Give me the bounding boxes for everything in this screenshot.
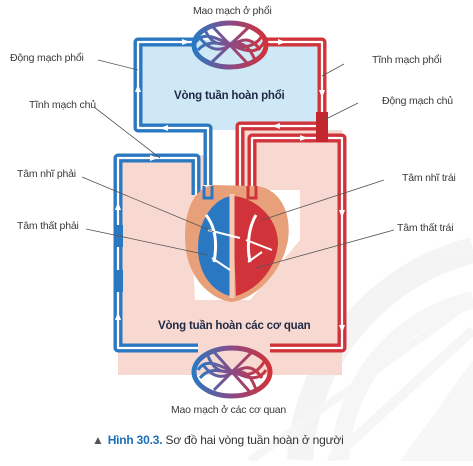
left-ventricle-label: Tâm thất trái bbox=[397, 222, 454, 234]
watermark-rays bbox=[247, 237, 473, 465]
right-atrium-label: Tâm nhĩ phải bbox=[17, 168, 76, 180]
organ-capillaries-label: Mao mạch ở các cơ quan bbox=[171, 404, 287, 416]
figure-number: Hình 30.3. bbox=[107, 433, 163, 447]
pulmonary-capillary-bed bbox=[191, 20, 269, 70]
systemic-circuit-title: Vòng tuần hoàn các cơ quan bbox=[158, 320, 311, 332]
figure-caption: ▲Hình 30.3. Sơ đồ hai vòng tuần hoàn ở n… bbox=[92, 433, 344, 447]
organ-capillary-bed bbox=[191, 345, 273, 399]
vena-cava-label: Tĩnh mạch chủ bbox=[29, 99, 96, 111]
left-atrium-label: Tâm nhĩ trái bbox=[402, 172, 456, 184]
right-ventricle-label: Tâm thất phải bbox=[17, 220, 79, 232]
pulmonary-capillaries-label: Mao mạch ở phổi bbox=[193, 5, 272, 17]
pulmonary-vein-label: Tĩnh mạch phổi bbox=[372, 54, 442, 66]
aorta-label: Động mạch chủ bbox=[382, 95, 453, 107]
triangle-icon: ▲ bbox=[92, 433, 104, 447]
caption-text: Sơ đồ hai vòng tuần hoàn ở người bbox=[165, 433, 344, 447]
pulmonary-circuit-title: Vòng tuần hoàn phổi bbox=[174, 90, 285, 102]
pulmonary-region bbox=[138, 40, 324, 130]
heart bbox=[185, 185, 289, 302]
pulmonary-artery-label: Động mạch phổi bbox=[10, 52, 84, 64]
systemic-region bbox=[118, 130, 342, 375]
